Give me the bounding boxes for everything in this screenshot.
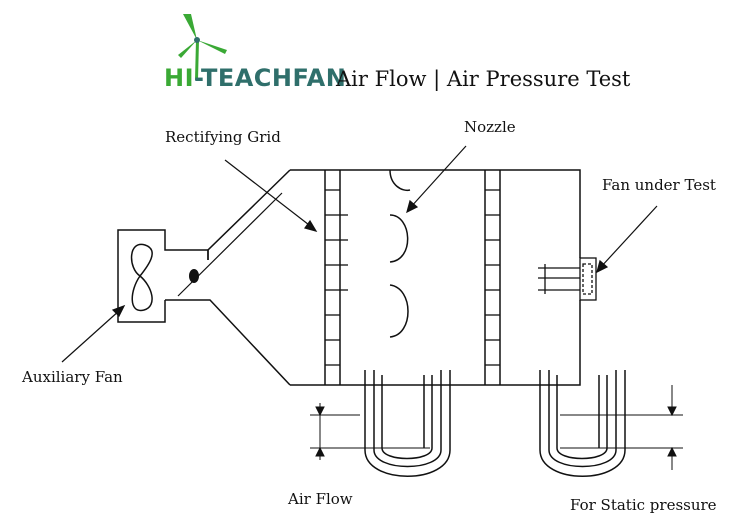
test-chamber [290, 169, 581, 386]
nozzle-arcs [389, 169, 411, 338]
manometer-air-flow [364, 370, 451, 477]
duct-lower [165, 299, 291, 386]
label-auxiliary-fan: Auxiliary Fan [22, 368, 123, 386]
logo: HI-TEACHFAN [160, 10, 346, 95]
label-static-pressure: For Static pressure [570, 496, 717, 514]
label-nozzle: Nozzle [464, 118, 516, 136]
label-air-flow: Air Flow [288, 490, 353, 508]
label-rectifying-grid: Rectifying Grid [165, 128, 281, 146]
damper-disc [189, 269, 199, 283]
rectifying-grid-ticks [325, 189, 500, 366]
manometer-static [539, 370, 626, 477]
page-title: Air Flow | Air Pressure Test [336, 67, 631, 91]
duct-upper [207, 169, 291, 260]
callout-arrows [61, 145, 658, 363]
auxiliary-fan-housing [117, 229, 209, 323]
label-fan-under-test: Fan under Test [602, 176, 716, 194]
fan-under-test [538, 257, 597, 301]
wind-turbine-icon [178, 14, 227, 80]
brand-name: HI-TEACHFAN [164, 64, 347, 92]
fan-blade-icon [130, 243, 153, 312]
dimension-lines [310, 385, 683, 470]
